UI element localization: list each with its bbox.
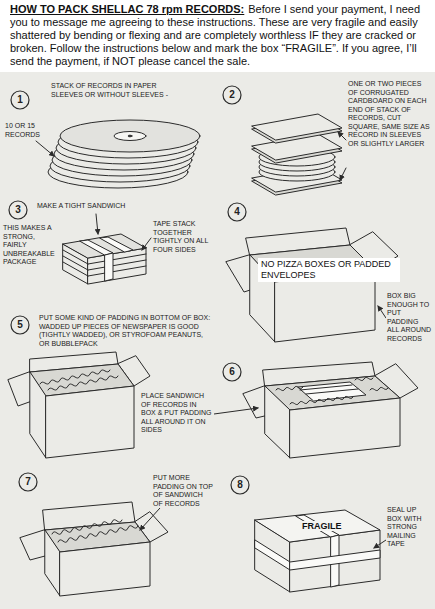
taped-sandwich	[96, 214, 98, 234]
circle-outline	[11, 91, 29, 109]
taped-sandwich	[105, 253, 113, 281]
circle-outline	[9, 201, 27, 219]
box-with-sandwich	[290, 398, 400, 458]
box-with-padding	[46, 386, 134, 458]
box-with-padding	[30, 372, 46, 458]
circle-outline	[19, 473, 37, 491]
step-number-circle: 1	[10, 90, 30, 110]
box-with-sandwich	[276, 377, 388, 404]
box-with-sandwich	[214, 362, 418, 458]
callout-number: 7	[18, 472, 38, 492]
step-number-circle: 3	[8, 200, 28, 220]
taped-sandwich	[63, 250, 88, 276]
sealed-box	[374, 540, 386, 548]
step-number-circle: 4	[227, 202, 247, 222]
box-padding-on-top	[60, 542, 150, 596]
handwritten-note: TAPE STACK TOGETHER TIGHTLY ON ALL FOUR …	[152, 220, 212, 254]
step-number-circle: 6	[222, 362, 242, 382]
box-with-sandwich	[265, 386, 290, 458]
sealed-box	[255, 510, 386, 592]
handwritten-note: STACK OF RECORDS IN PAPER SLEEVES OR WIT…	[50, 82, 175, 99]
taped-sandwich	[100, 237, 133, 252]
sealed-box	[255, 510, 380, 542]
step-number-circle: 5	[10, 315, 30, 335]
open-box	[226, 228, 398, 342]
callout-number: 6	[222, 362, 242, 382]
callout-number: 2	[222, 85, 242, 105]
circle-outline	[223, 86, 241, 104]
open-box	[378, 306, 386, 318]
taped-sandwich	[63, 214, 151, 284]
step-number-circle: 7	[18, 472, 38, 492]
instruction-header: HOW TO PACK SHELLAC 78 rpm RECORDS:Befor…	[0, 0, 435, 72]
callout-number: 1	[10, 90, 30, 110]
handwritten-note: MAKE A TIGHT SANDWICH	[36, 202, 148, 211]
box-padding-on-top	[45, 530, 60, 596]
handwritten-note: ONE OR TWO PIECES OF CORRUGATED CARDBOAR…	[347, 80, 433, 148]
box-padding-on-top	[20, 502, 168, 596]
callout-number: 8	[230, 475, 250, 495]
handwritten-note: PUT MORE PADDING ON TOP OF SANDWICH OF R…	[152, 474, 214, 508]
handwritten-note: SEAL UP BOX WITH STRONG MAILING TAPE	[386, 506, 433, 549]
box-with-sandwich	[214, 408, 258, 414]
callout-number: 3	[8, 200, 28, 220]
record-stack	[128, 135, 132, 137]
fragile-marking: FRAGILE	[300, 521, 344, 531]
step-number-circle: 2	[222, 85, 242, 105]
circle-outline	[223, 363, 241, 381]
taped-sandwich	[88, 254, 146, 276]
circle-outline	[11, 316, 29, 334]
handwritten-note: PUT SOME KIND OF PADDING IN BOTTOM OF BO…	[38, 314, 214, 348]
record-stack	[114, 132, 146, 141]
header-title: HOW TO PACK SHELLAC 78 rpm RECORDS:	[10, 3, 244, 15]
box-with-sandwich	[298, 382, 366, 401]
taped-sandwich	[142, 238, 151, 250]
handwritten-note: PLACE SANDWICH OF RECORDS IN BOX & PUT P…	[140, 392, 214, 435]
callout-number: 4	[227, 202, 247, 222]
circle-outline	[228, 203, 246, 221]
cardboard-sandwich-exploded	[340, 168, 346, 180]
callout-number: 5	[10, 315, 30, 335]
sketch-art	[8, 114, 418, 596]
cardboard-sandwich-exploded	[252, 114, 346, 195]
step-number-circle: 8	[230, 475, 250, 495]
circle-outline	[231, 476, 249, 494]
box-padding-on-top	[140, 508, 160, 530]
box-padding-on-top	[52, 520, 138, 543]
handwritten-note: 10 OR 15 RECORDS	[4, 122, 46, 139]
box-with-padding	[8, 352, 150, 458]
taped-sandwich	[63, 234, 146, 258]
record-stack	[36, 120, 200, 188]
warning-note: NO PIZZA BOXES OR PADDED ENVELOPES	[258, 258, 400, 282]
cardboard-sandwich-exploded	[252, 114, 342, 140]
cardboard-sandwich-exploded	[338, 132, 346, 140]
sealed-box	[255, 540, 290, 570]
handwritten-note: THIS MAKES A STRONG, FAIRLY UNBREAKABLE …	[2, 224, 61, 267]
sealed-box	[290, 550, 380, 570]
record-stack	[60, 120, 200, 152]
box-with-padding	[40, 370, 118, 390]
handwritten-note: BOX BIG ENOUGH TO PUT PADDING ALL AROUND…	[386, 292, 433, 343]
record-stack	[36, 141, 54, 156]
box-with-sandwich	[300, 385, 358, 394]
